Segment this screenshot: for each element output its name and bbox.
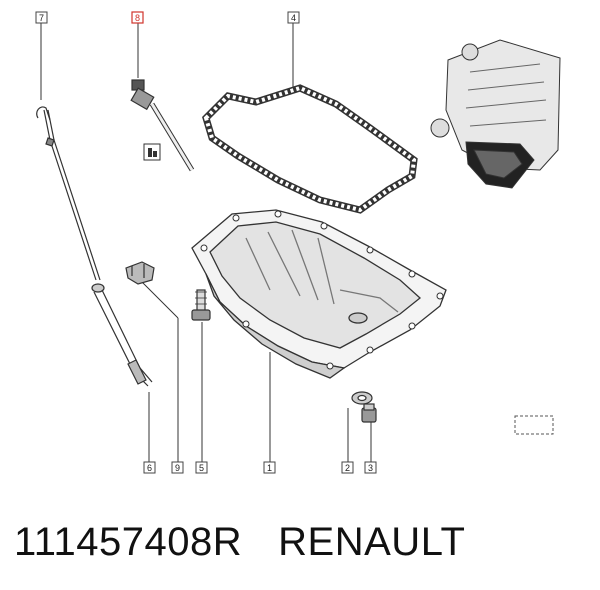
leader-lines xyxy=(40,22,372,462)
svg-text:9: 9 xyxy=(175,463,180,473)
callout-2: 2 xyxy=(341,461,354,474)
assembly-unit-icon xyxy=(143,143,161,161)
callout-9: 9 xyxy=(171,461,184,474)
part-caption: 111457408R RENAULT xyxy=(14,512,465,572)
svg-text:3: 3 xyxy=(368,463,373,473)
dipstick xyxy=(36,106,101,281)
svg-text:7: 7 xyxy=(39,13,44,23)
pan-bolt xyxy=(191,289,211,321)
svg-text:4: 4 xyxy=(291,13,296,23)
oil-level-sensor xyxy=(130,79,195,172)
callout-1: 1 xyxy=(263,461,276,474)
retaining-clip xyxy=(125,261,155,285)
drain-plug xyxy=(361,403,377,423)
callout-4: 4 xyxy=(287,11,300,24)
callout-5: 5 xyxy=(195,461,208,474)
callout-3: 3 xyxy=(364,461,377,474)
dipstick-guide-tube xyxy=(91,283,153,387)
engine-location-thumbnail xyxy=(430,39,561,189)
oil-pan-gasket xyxy=(202,84,418,214)
callout-6: 6 xyxy=(143,461,156,474)
drain-plug-washer xyxy=(351,391,373,405)
svg-text:8: 8 xyxy=(135,13,140,23)
svg-text:2: 2 xyxy=(345,463,350,473)
brand-name: RENAULT xyxy=(278,520,466,564)
callout-7: 7 xyxy=(35,11,48,24)
exploded-parts-diagram: 7 8 4 6 9 5 1 2 3 xyxy=(35,11,561,474)
callout-8: 8 xyxy=(131,11,144,24)
placeholder-box xyxy=(514,415,554,435)
svg-text:5: 5 xyxy=(199,463,204,473)
oil-pan xyxy=(191,209,447,379)
svg-text:6: 6 xyxy=(147,463,152,473)
part-number: 111457408R xyxy=(14,520,243,564)
svg-text:1: 1 xyxy=(267,463,272,473)
